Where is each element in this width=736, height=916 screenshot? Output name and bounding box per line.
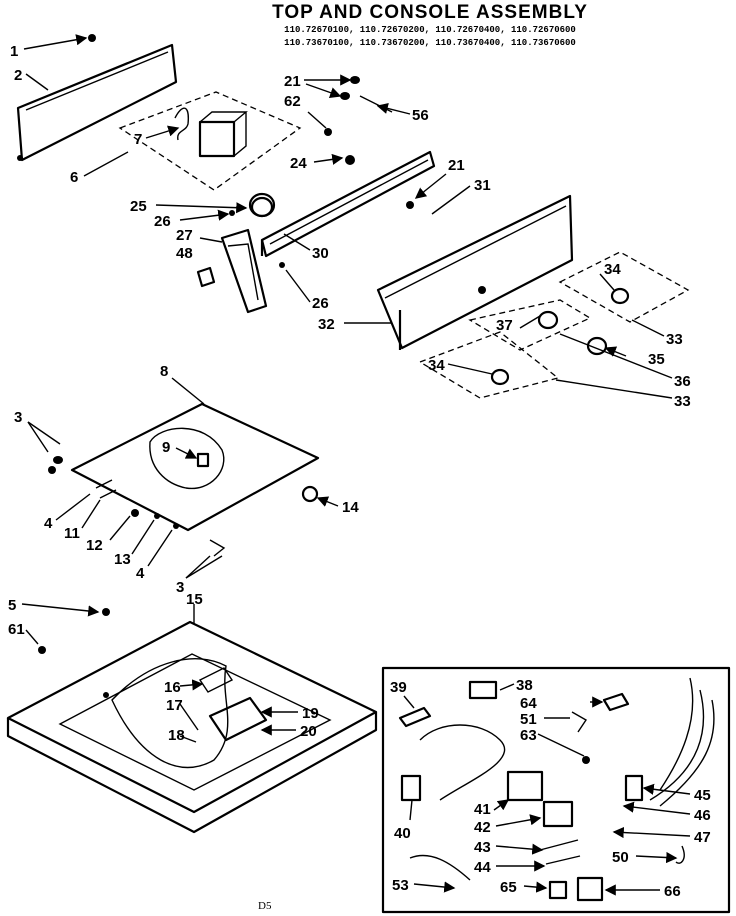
callout-14: 14: [342, 499, 359, 516]
callout-33-upper: 33: [666, 331, 683, 348]
callout-38: 38: [516, 677, 533, 694]
callout-4-right: 4: [136, 565, 145, 582]
callout-61: 61: [8, 621, 25, 638]
top-panel: [6, 608, 378, 834]
console-knobs: [418, 251, 690, 399]
callout-35: 35: [648, 351, 665, 368]
console-front-panel: [376, 194, 574, 350]
callout-12: 12: [86, 537, 103, 554]
callout-21-top: 21: [284, 73, 301, 90]
callout-46: 46: [694, 807, 711, 824]
callout-65: 65: [500, 879, 517, 896]
callout-45: 45: [694, 787, 711, 804]
callout-7: 7: [134, 131, 142, 148]
console-screws: [324, 76, 393, 136]
callout-18: 18: [168, 727, 185, 744]
callout-48: 48: [176, 245, 193, 262]
callout-42: 42: [474, 819, 491, 836]
callout-5: 5: [8, 597, 16, 614]
callout-labels: 1 2 6 7 21 62 56 24 21 31 25 26 27 48 30…: [8, 43, 711, 900]
callout-51: 51: [520, 711, 537, 728]
control-mounting-rail: [248, 150, 436, 258]
model-numbers-line-1: 110.72670100, 110.72670200, 110.72670400…: [284, 25, 576, 35]
callout-26-lower: 26: [312, 295, 329, 312]
callout-32: 32: [318, 316, 335, 333]
callout-8: 8: [160, 363, 168, 380]
callout-15: 15: [186, 591, 203, 608]
callout-2: 2: [14, 67, 22, 84]
callout-37: 37: [496, 317, 513, 334]
callout-36: 36: [674, 373, 691, 390]
wiring-harness-inset: [381, 666, 731, 914]
callout-56: 56: [412, 107, 429, 124]
callout-47: 47: [694, 829, 711, 846]
callout-31: 31: [474, 177, 491, 194]
callout-1: 1: [10, 43, 18, 60]
callout-21-right: 21: [448, 157, 465, 174]
console-back-panel: [16, 34, 178, 162]
callout-41: 41: [474, 801, 491, 818]
callout-44: 44: [474, 859, 491, 876]
callout-64: 64: [520, 695, 537, 712]
model-numbers-line-2: 110.73670100, 110.73670200, 110.73670400…: [284, 38, 576, 48]
callout-6: 6: [70, 169, 78, 186]
page-footer-code: D5: [258, 900, 272, 912]
callout-62: 62: [284, 93, 301, 110]
callout-9: 9: [162, 439, 170, 456]
callout-34-lower: 34: [428, 357, 445, 374]
callout-16: 16: [164, 679, 181, 696]
callout-27: 27: [176, 227, 193, 244]
callout-53: 53: [392, 877, 409, 894]
timer-assembly: [118, 91, 302, 191]
callout-4-left: 4: [44, 515, 53, 532]
diagram-title: TOP AND CONSOLE ASSEMBLY: [272, 2, 588, 23]
leader-lines: [21, 34, 691, 896]
callout-66: 66: [664, 883, 681, 900]
callout-34-upper: 34: [604, 261, 621, 278]
callout-20: 20: [300, 723, 317, 740]
callout-13: 13: [114, 551, 131, 568]
callout-63: 63: [520, 727, 537, 744]
callout-3-upper: 3: [14, 409, 22, 426]
callout-19: 19: [302, 705, 319, 722]
callout-24: 24: [290, 155, 307, 172]
lid-assembly: [48, 402, 320, 557]
callout-40: 40: [394, 825, 411, 842]
callout-50: 50: [612, 849, 629, 866]
console-small-parts: [196, 196, 285, 314]
callout-17: 17: [166, 697, 183, 714]
callout-26-upper: 26: [154, 213, 171, 230]
callout-43: 43: [474, 839, 491, 856]
callout-30: 30: [312, 245, 329, 262]
callout-33-lower: 33: [674, 393, 691, 410]
callout-11: 11: [64, 525, 80, 542]
callout-25: 25: [130, 198, 147, 215]
callout-39: 39: [390, 679, 407, 696]
callout-3-lower: 3: [176, 579, 184, 596]
